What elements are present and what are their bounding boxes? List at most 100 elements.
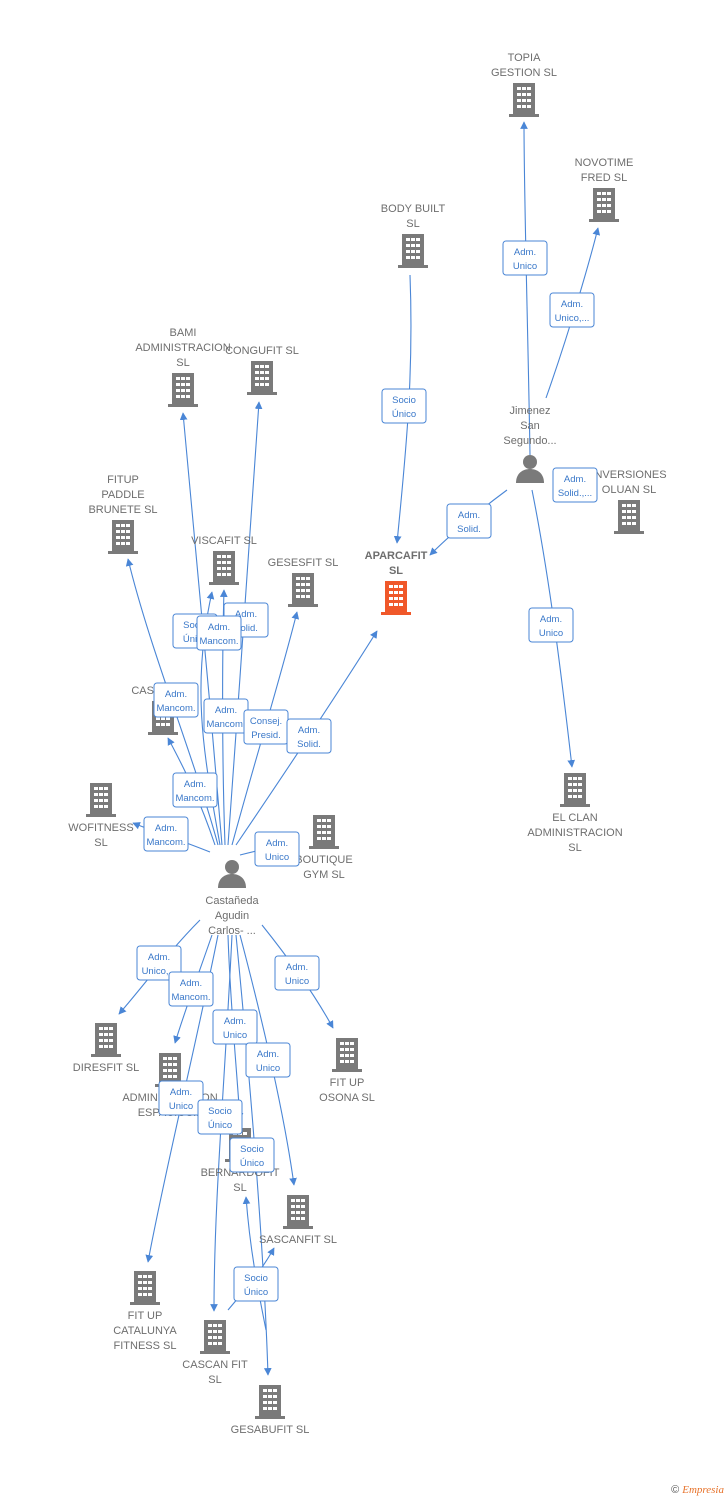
edge-label-text: Unico xyxy=(256,1063,280,1074)
node-sascanfit[interactable]: SASCANFIT SL xyxy=(259,1195,337,1246)
copyright: © Empresia xyxy=(671,1484,724,1496)
node-gesesfit[interactable]: GESESFIT SL xyxy=(268,557,339,607)
edge-label[interactable]: Adm.Mancom. xyxy=(203,698,249,734)
building-icon xyxy=(614,500,644,534)
building-icon xyxy=(332,1038,362,1072)
node-label: CONGUFIT SL xyxy=(225,345,299,357)
node-label: GESESFIT SL xyxy=(268,557,339,569)
node-viscafit[interactable]: VISCAFIT SL xyxy=(191,535,257,585)
edge-label-text: Adm. xyxy=(514,247,536,258)
building-icon xyxy=(283,1195,313,1229)
edge-label-box xyxy=(143,816,189,852)
building-icon xyxy=(200,1320,230,1354)
edge-label-text: Adm. xyxy=(235,609,257,620)
node-label: DIRESFIT SL xyxy=(73,1062,139,1074)
edge-label[interactable]: Adm.Unico xyxy=(274,955,320,991)
node-label: Agudin xyxy=(215,910,249,922)
node-label: APARCAFIT xyxy=(365,550,428,562)
edge-label-text: Unico,... xyxy=(555,313,590,324)
node-label: GESTION SL xyxy=(491,67,557,79)
node-label: VISCAFIT SL xyxy=(191,535,257,547)
node-diresfit[interactable]: DIRESFIT SL xyxy=(73,1023,139,1074)
node-castaneda[interactable]: CastañedaAgudinCarlos- ... xyxy=(205,860,259,937)
edge-label-text: Socio xyxy=(183,620,207,631)
edge-label[interactable]: Adm.Mancom. xyxy=(196,615,242,651)
edge-label-text: Socio xyxy=(244,1273,268,1284)
edge-label[interactable]: Adm.Unico xyxy=(528,607,574,643)
node-gesabufit[interactable]: GESABUFIT SL xyxy=(231,1385,310,1436)
building-icon xyxy=(108,520,138,554)
edge-label-text: Solid. xyxy=(234,623,258,634)
edge-label[interactable]: Adm.Unico,... xyxy=(136,945,182,981)
node-label: OSONA SL xyxy=(319,1092,375,1104)
building-icon xyxy=(509,83,539,117)
edge-label-box xyxy=(229,1137,275,1173)
building-icon xyxy=(255,1385,285,1419)
edge-label[interactable]: Adm.Mancom. xyxy=(153,682,199,718)
edge-label[interactable]: Adm.Unico xyxy=(158,1080,204,1116)
edge-label-text: Adm. xyxy=(286,962,308,973)
edge-label[interactable]: Adm.Unico xyxy=(212,1009,258,1045)
edge-label[interactable]: Adm.Mancom. xyxy=(143,816,189,852)
edge-label[interactable]: Adm.Solid. xyxy=(446,503,492,539)
edge-label-box xyxy=(158,1080,204,1116)
edge-label-box xyxy=(136,945,182,981)
node-label: BRUNETE SL xyxy=(88,504,157,516)
edge-label[interactable]: Adm.Unico,... xyxy=(549,292,595,328)
edge-label-text: Adm. xyxy=(165,689,187,700)
node-label: EL CLAN xyxy=(552,812,598,824)
edge-label[interactable]: Adm.Unico xyxy=(502,240,548,276)
edge-label-text: Adm. xyxy=(224,1016,246,1027)
edge-label[interactable]: Adm.Unico xyxy=(245,1042,291,1078)
edge-label[interactable]: Consej.Presid. xyxy=(243,709,289,745)
edge-label-text: Mancom. xyxy=(175,793,214,804)
edge-label-box xyxy=(446,503,492,539)
copyright-symbol: © xyxy=(671,1484,680,1496)
edge-label-text: Adm. xyxy=(155,823,177,834)
edge-label[interactable]: Adm.Unico xyxy=(254,831,300,867)
node-congufit[interactable]: CONGUFIT SL xyxy=(225,345,299,395)
edge-label-text: Adm. xyxy=(184,779,206,790)
edge-label-text: Mancom. xyxy=(206,719,245,730)
edge-label-text: Consej. xyxy=(250,716,282,727)
edge-label[interactable]: Adm. Mancom. xyxy=(172,772,218,808)
building-icon xyxy=(86,783,116,817)
building-icon xyxy=(589,188,619,222)
edge-label-text: Único xyxy=(244,1287,268,1298)
node-label: FITNESS SL xyxy=(114,1340,177,1352)
node-label: OLUAN SL xyxy=(602,484,656,496)
building-icon xyxy=(247,361,277,395)
edge-label-text: Solid. xyxy=(457,524,481,535)
edge-label-box xyxy=(172,772,218,808)
edge-label[interactable]: Adm.Solid.,... xyxy=(552,467,598,503)
node-label: SL xyxy=(94,837,107,849)
building-icon xyxy=(209,551,239,585)
node-label: FITUP xyxy=(107,474,139,486)
edge-label[interactable]: Adm.Mancom. xyxy=(168,971,214,1007)
edge-label-text: Único xyxy=(392,409,416,420)
edge-label[interactable]: Adm.Solid. xyxy=(286,718,332,754)
node-jimenez[interactable]: JimenezSanSegundo... xyxy=(503,405,557,483)
node-label: San xyxy=(520,420,540,432)
building-icon xyxy=(130,1271,160,1305)
edge-label-text: Unico,... xyxy=(142,966,177,977)
edge-label-text: Adm. xyxy=(170,1087,192,1098)
